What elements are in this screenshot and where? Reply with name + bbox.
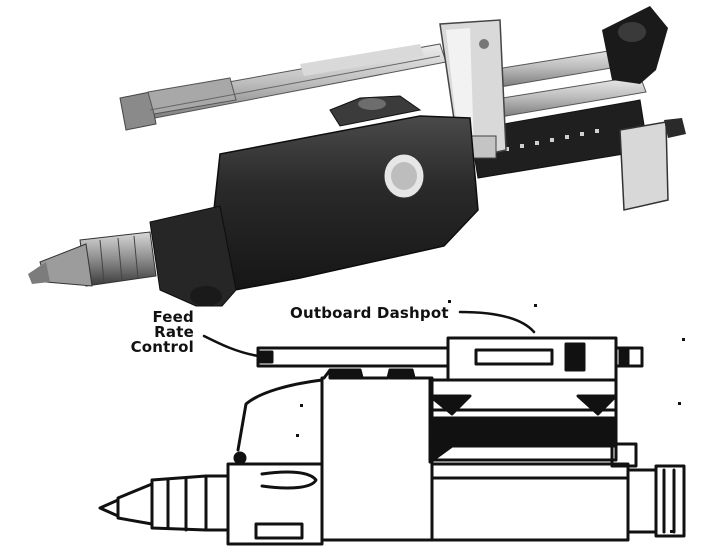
drawing-front-housing <box>204 451 324 546</box>
photo-dashpot-rod <box>119 43 447 131</box>
feed-rate-control-line-2: Rate <box>154 323 194 341</box>
leader-dashpot <box>458 310 536 334</box>
outboard-dashpot-label: Outboard Dashpot <box>290 304 449 322</box>
drawing-rear-cylinder <box>430 442 686 542</box>
feed-rate-control-line-1: Feed <box>152 308 194 326</box>
leader-feed-rate <box>202 334 260 358</box>
photo-rear-knob <box>602 6 668 84</box>
drawing-feed-rod <box>256 346 450 368</box>
feed-rate-control-line-3: Control <box>130 338 194 356</box>
drawing-motor-body <box>236 368 434 542</box>
photo-rear-block <box>619 118 686 211</box>
drawing-dashpot <box>446 336 644 382</box>
photo-chuck <box>28 231 157 287</box>
drawing-chuck <box>98 474 208 532</box>
feed-rate-control-label: Feed Rate Control <box>98 310 194 355</box>
photo-front-housing <box>149 205 237 307</box>
scan-specks <box>296 300 685 533</box>
photo-motor-body <box>209 95 479 293</box>
drawing-slide <box>428 378 618 464</box>
